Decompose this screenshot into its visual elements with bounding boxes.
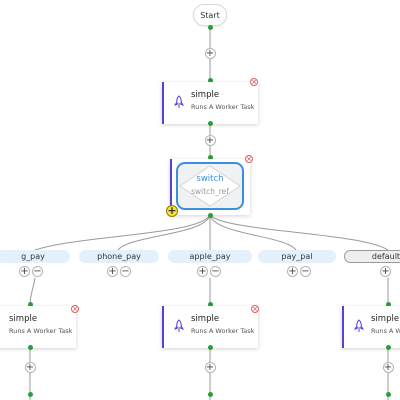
close-icon[interactable]: × [250,78,258,86]
connector-dot [207,392,213,397]
add-node-button[interactable]: + [204,48,216,59]
add-node-button[interactable]: + [380,266,391,277]
add-node-button[interactable]: + [382,362,394,373]
close-icon[interactable]: × [245,155,253,163]
rocket-icon [173,95,185,108]
switch-ref-label: switch_ref [191,187,229,196]
task-node-simple[interactable]: simple Runs A Worker Task [0,306,76,348]
task-title: simple [371,314,400,324]
connector-dot [207,302,213,307]
connector-dot [207,121,213,126]
connector-dot [207,25,213,30]
add-node-button[interactable]: + [204,135,216,146]
task-subtitle: Runs A Worker Task [191,103,255,111]
add-node-button[interactable]: + [24,362,36,373]
task-title: simple [191,90,220,100]
connector-dot [207,213,213,218]
branch-apple-pay[interactable]: apple_pay [168,250,252,263]
connector-dot [27,345,33,350]
remove-branch-button[interactable]: − [120,266,131,277]
switch-label: switch [196,174,224,184]
branch-g-pay[interactable]: g_pay [0,250,70,263]
branch-phone-pay[interactable]: phone_pay [79,250,159,263]
remove-branch-button[interactable]: − [300,266,311,277]
start-node[interactable]: Start [193,4,227,26]
task-subtitle: Runs A Worker Task [9,327,73,335]
add-node-button[interactable]: + [204,362,216,373]
task-node-simple[interactable]: simple Runs A Worker Task [162,82,258,124]
close-icon[interactable]: × [71,305,79,313]
task-subtitle: Runs A Worker Task [191,327,255,335]
task-node-simple[interactable]: simple Runs A Worker Task [162,306,258,348]
branch-label: g_pay [21,252,45,261]
start-label: Start [200,10,220,20]
add-branch-button[interactable]: + [166,204,178,217]
task-node-simple[interactable]: simple Runs A Worker Task [342,306,400,348]
add-node-button[interactable]: + [197,266,208,277]
branch-label: apple_pay [189,252,231,261]
task-subtitle: Runs A Worker Task [371,327,400,335]
remove-branch-button[interactable]: − [210,266,221,277]
connector-dot [385,392,391,397]
branch-label: default [371,252,400,261]
connector-dot [207,78,213,83]
branch-default[interactable]: default [344,250,400,263]
rocket-icon [353,319,365,332]
add-node-button[interactable]: + [107,266,118,277]
connector-dot [207,345,213,350]
rocket-icon [173,319,185,332]
task-title: simple [191,314,220,324]
switch-decision-shape [176,162,244,210]
add-node-button[interactable]: + [287,266,298,277]
task-title: simple [9,314,38,324]
branch-pay-pal[interactable]: pay_pal [258,250,336,263]
connector-dot [207,155,213,160]
connector-dot [27,392,33,397]
close-icon[interactable]: × [251,305,259,313]
branch-label: pay_pal [281,252,313,261]
connector-dot [385,302,391,307]
add-node-button[interactable]: + [19,266,30,277]
remove-branch-button[interactable]: − [32,266,43,277]
branch-label: phone_pay [97,252,141,261]
connector-dot [27,302,33,307]
connector-dot [385,345,391,350]
